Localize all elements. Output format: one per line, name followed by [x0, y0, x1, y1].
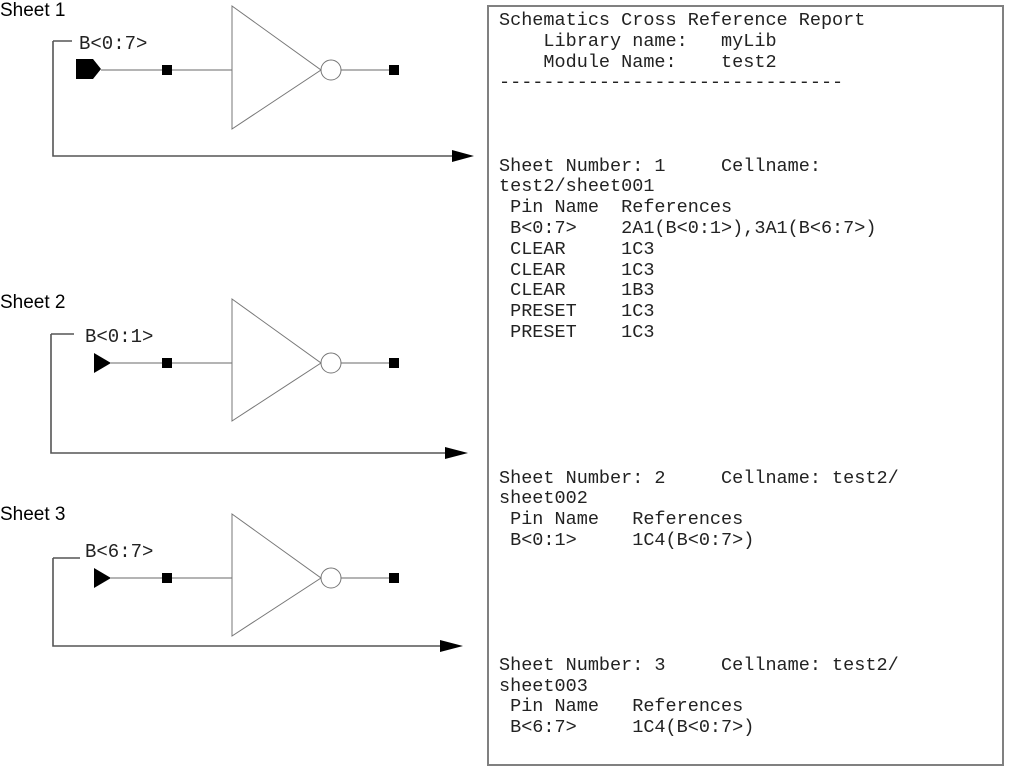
sheet-2-bus-label: B<0:1>	[85, 326, 153, 348]
sheet-2-label: Sheet 2	[0, 292, 66, 313]
input-port-icon	[94, 353, 111, 373]
sheet-2: Sheet 2 B<0:1>	[0, 292, 468, 459]
table-row: B<0:7> 2A1(B<0:1>),3A1(B<6:7>)	[499, 217, 877, 239]
report-title: Schematics Cross Reference Report	[499, 10, 866, 31]
sheet-1-inversion-bubble-icon	[320, 59, 342, 81]
sheet-2-input-pin-icon	[162, 358, 172, 368]
sheet-2-inversion-bubble-icon	[320, 352, 342, 374]
sheet-1-inverter-icon	[231, 5, 322, 130]
report-text: Schematics Cross Reference Report Librar…	[489, 7, 1002, 739]
sheet-1-output-pin-icon	[389, 65, 399, 75]
input-port-icon	[94, 568, 111, 588]
table-row: CLEAR 1C3	[499, 238, 655, 260]
sheet-1-header: Sheet Number: 1 Cellname:	[499, 155, 821, 177]
sheet-1-label: Sheet 1	[0, 0, 66, 21]
table-row: CLEAR 1C3	[499, 259, 655, 281]
sheet-2-inverter-icon	[231, 298, 322, 422]
sheet-3-inverter-icon	[231, 513, 322, 637]
sheet-3: Sheet 3 B<6:7>	[0, 504, 463, 652]
sheet-1: Sheet 1 B<0:7>	[0, 0, 474, 162]
sheet-1-arrow-icon	[452, 150, 474, 162]
sheet-2-output-pin-icon	[389, 358, 399, 368]
sheet-2-column-headers: Pin Name References	[499, 509, 744, 531]
sheet-3-column-headers: Pin Name References	[499, 696, 744, 718]
sheet-3-arrow-icon	[440, 640, 463, 652]
sheet-1-bus-label: B<0:7>	[79, 33, 147, 55]
sheet-2-feed-line	[50, 334, 445, 454]
sheet-1-input-pin-icon	[162, 65, 172, 75]
table-row: B<6:7> 1C4(B<0:7>)	[499, 717, 755, 739]
sheet-3-output-pin-icon	[389, 573, 399, 583]
sheet-1-column-headers: Pin Name References	[499, 197, 733, 219]
sheet-1-cellname: test2/sheet001	[499, 176, 655, 198]
table-row: PRESET 1C3	[499, 301, 655, 323]
sheet-2-header: Sheet Number: 2 Cellname: test2/	[499, 467, 899, 489]
sheet-2-arrow-icon	[445, 447, 468, 459]
cross-reference-report: Schematics Cross Reference Report Librar…	[487, 5, 1004, 766]
sheet-3-header: Sheet Number: 3 Cellname: test2/	[499, 654, 899, 676]
sheet-2-cellname: sheet002	[499, 488, 588, 510]
sheet-3-feed-line	[52, 558, 440, 647]
sheet-3-bus-label: B<6:7>	[85, 541, 153, 563]
table-row: B<0:1> 1C4(B<0:7>)	[499, 529, 755, 551]
sheet-1-feed-line	[52, 41, 452, 157]
sheet-3-label: Sheet 3	[0, 504, 66, 525]
separator-line: -------------------------------	[499, 72, 844, 94]
table-row: PRESET 1C3	[499, 321, 655, 343]
library-name-line: Library name: myLib	[499, 30, 777, 52]
bidirectional-port-icon	[76, 59, 101, 79]
sheet-3-inversion-bubble-icon	[320, 567, 342, 589]
table-row: CLEAR 1B3	[499, 280, 655, 302]
sheet-3-input-pin-icon	[162, 573, 172, 583]
module-name-line: Module Name: test2	[499, 51, 777, 73]
sheet-3-cellname: sheet003	[499, 675, 588, 697]
